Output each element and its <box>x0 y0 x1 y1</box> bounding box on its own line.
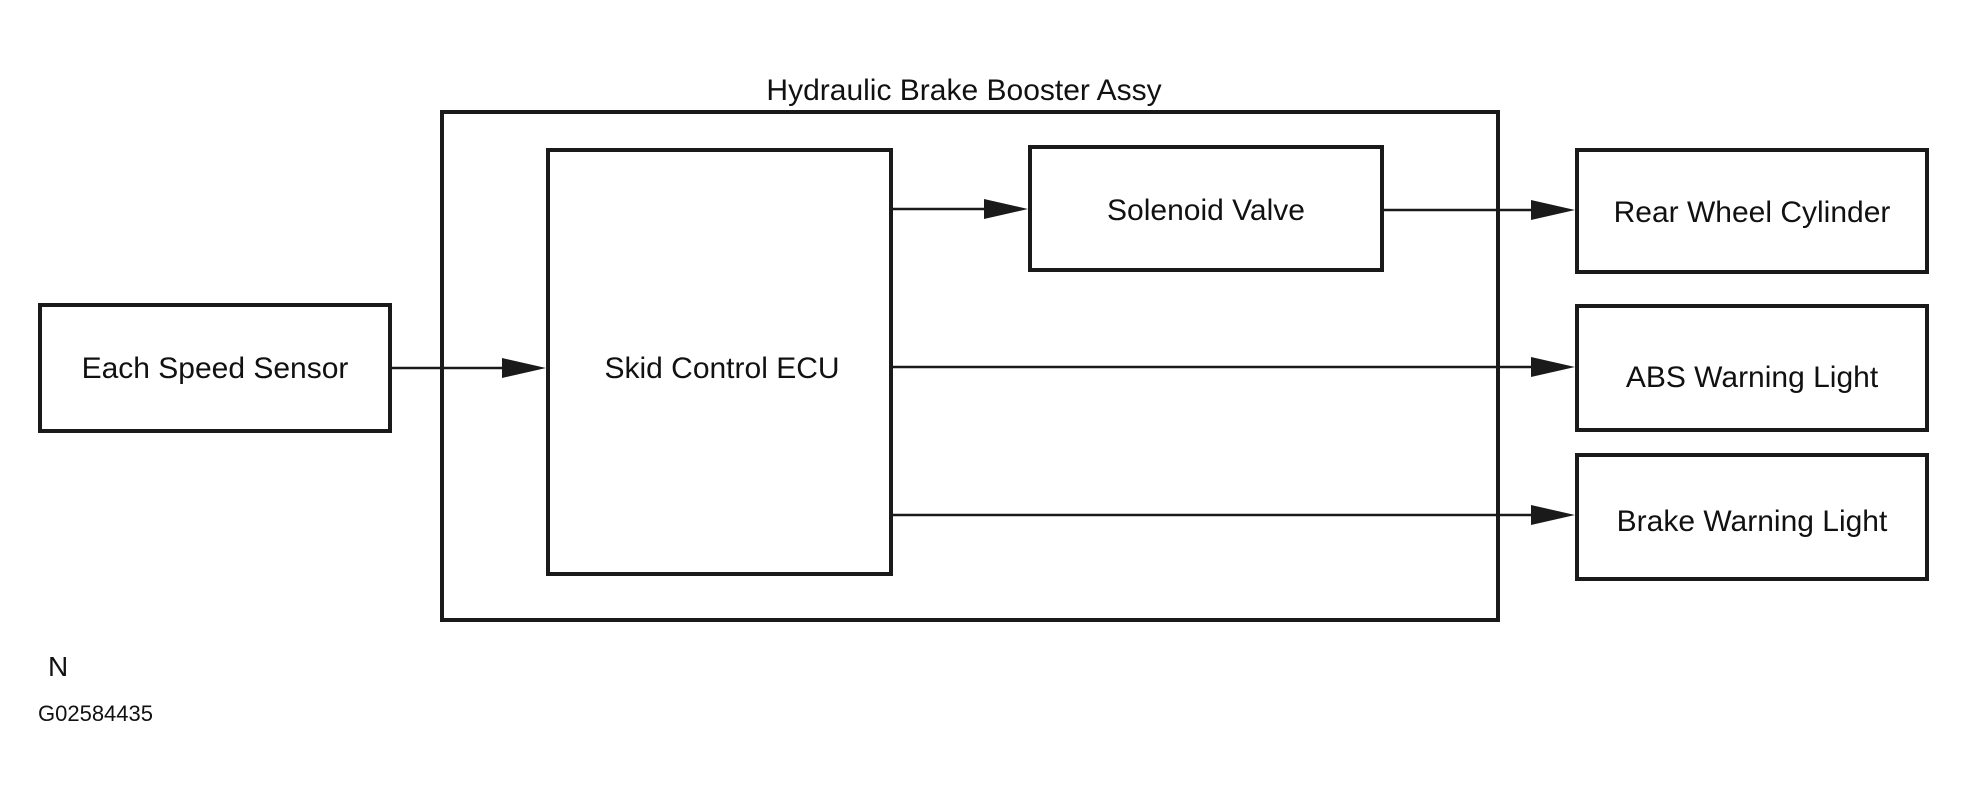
arrow-ecu-to-brake-warning-light <box>891 505 1575 525</box>
abs-warning-light-label: ABS Warning Light <box>1626 361 1879 394</box>
arrow-sensor-to-ecu <box>390 358 546 378</box>
solenoid-valve-box <box>1028 145 1384 272</box>
arrow-solenoid-to-rear-wheel-cylinder <box>1382 200 1575 220</box>
brake-warning-light-label: Brake Warning Light <box>1617 505 1888 538</box>
abs-warning-light-box <box>1575 304 1929 432</box>
arrow-ecu-to-solenoid <box>891 199 1028 219</box>
arrow-ecu-to-abs-warning-light <box>891 357 1575 377</box>
speed-sensor-label: Each Speed Sensor <box>82 352 349 385</box>
figure-code: G02584435 <box>38 701 153 726</box>
rear-wheel-cylinder-label: Rear Wheel Cylinder <box>1614 196 1891 229</box>
skid-control-ecu-label: Skid Control ECU <box>604 352 839 385</box>
rear-wheel-cylinder-box <box>1575 148 1929 274</box>
figure-mark: N <box>48 651 68 682</box>
solenoid-valve-label: Solenoid Valve <box>1107 194 1305 227</box>
assembly-label: Hydraulic Brake Booster Assy <box>766 74 1161 107</box>
skid-control-ecu-box <box>546 148 893 576</box>
speed-sensor-box <box>38 303 392 433</box>
brake-warning-light-box <box>1575 453 1929 581</box>
